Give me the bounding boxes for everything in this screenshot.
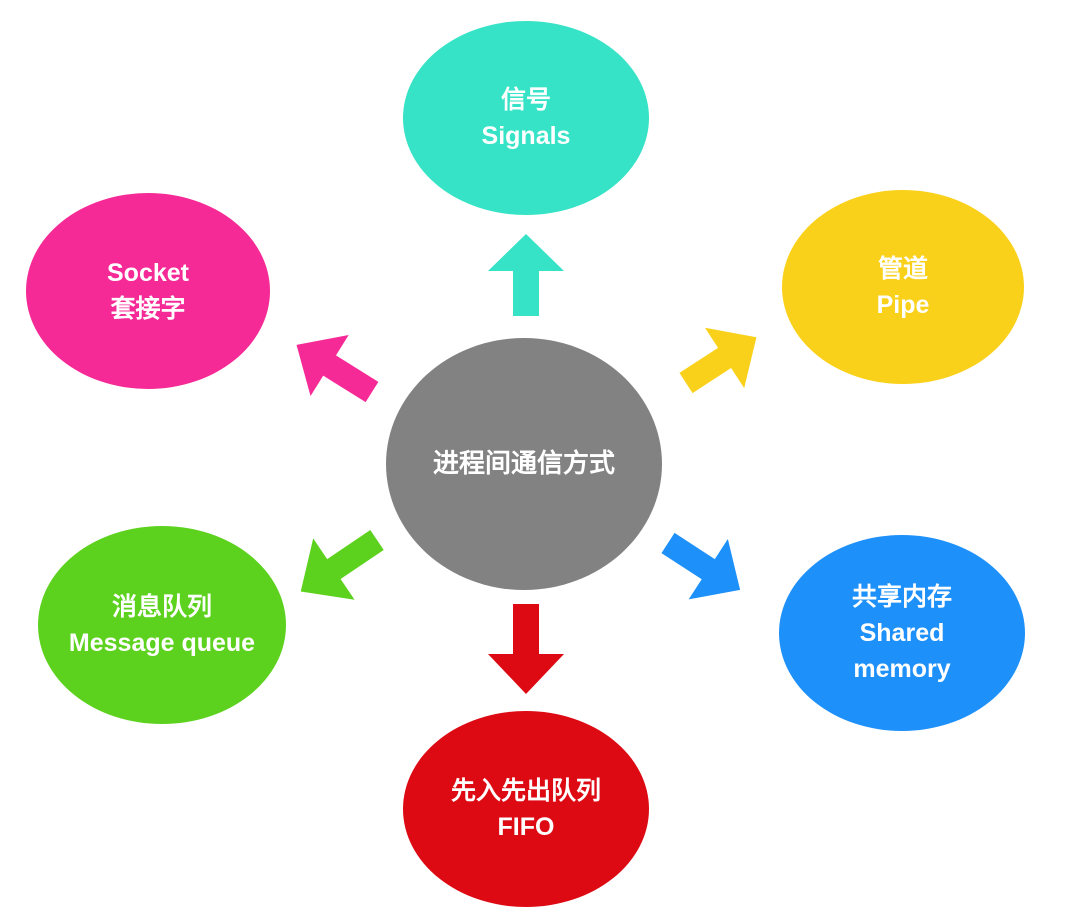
fifo-node: 先入先出队列 FIFO (403, 711, 649, 907)
message-queue-label-cn: 消息队列 (111, 592, 212, 621)
fifo-label-cn: 先入先出队列 (450, 776, 601, 805)
socket-label-en: Socket (107, 258, 189, 287)
message-queue-label-en: Message queue (68, 629, 256, 657)
fifo-label-en: FIFO (497, 813, 555, 841)
shared-memory-node: 共享内存 Shared memory (779, 535, 1025, 731)
arrow-to-pipe (679, 327, 757, 394)
pipe-label-en: Pipe (876, 291, 930, 319)
shared-memory-label-en-2: memory (853, 655, 951, 684)
signals-node: 信号 Signals (403, 21, 649, 215)
pipe-label-cn: 管道 (877, 254, 928, 283)
shared-memory-label-en-1: Shared (859, 618, 945, 647)
center-label: 进程间通信方式 (432, 448, 615, 479)
signals-label-en: Signals (481, 122, 571, 150)
pipe-node: 管道 Pipe (782, 190, 1024, 384)
shared-memory-label-cn: 共享内存 (851, 582, 952, 611)
socket-label-cn: 套接字 (110, 295, 186, 323)
signals-label-cn: 信号 (500, 85, 551, 114)
message-queue-node: 消息队列 Message queue (38, 526, 286, 724)
arrow-to-message-queue (300, 530, 384, 600)
arrow-to-fifo (488, 604, 564, 694)
center-node: 进程间通信方式 (386, 338, 662, 590)
socket-node: Socket 套接字 (26, 193, 270, 389)
arrow-to-shared-memory (661, 532, 741, 600)
arrow-to-signals (488, 234, 564, 316)
arrow-to-socket (296, 334, 379, 403)
